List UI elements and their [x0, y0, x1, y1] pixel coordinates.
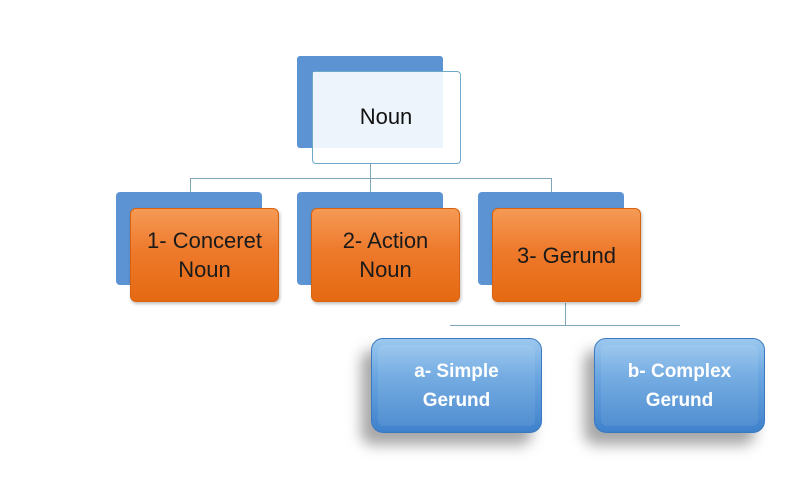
root-node: Noun	[312, 71, 461, 164]
connector-gerund-down	[565, 303, 566, 325]
connector-level2-horizontal	[450, 325, 680, 326]
type-node-3-label: 3- Gerund	[516, 242, 617, 268]
root-node-label: Noun	[359, 104, 413, 129]
type-node-3: 3- Gerund	[492, 208, 641, 302]
connector-to-type-3	[551, 178, 552, 192]
subtype-node-simple-gerund: a- Simple Gerund	[371, 338, 542, 433]
type-node-2: 2- Action Noun	[311, 208, 460, 302]
connector-to-type-1	[190, 178, 191, 192]
subtype-node-complex-gerund-label: b- Complex Gerund	[627, 360, 732, 411]
connector-to-type-2	[370, 164, 371, 192]
subtype-node-simple-gerund-label: a- Simple Gerund	[414, 360, 499, 411]
type-node-1: 1- Conceret Noun	[130, 208, 279, 302]
type-node-2-label: 2- Action Noun	[342, 228, 429, 282]
type-node-1-label: 1- Conceret Noun	[147, 228, 262, 282]
subtype-node-complex-gerund: b- Complex Gerund	[594, 338, 765, 433]
